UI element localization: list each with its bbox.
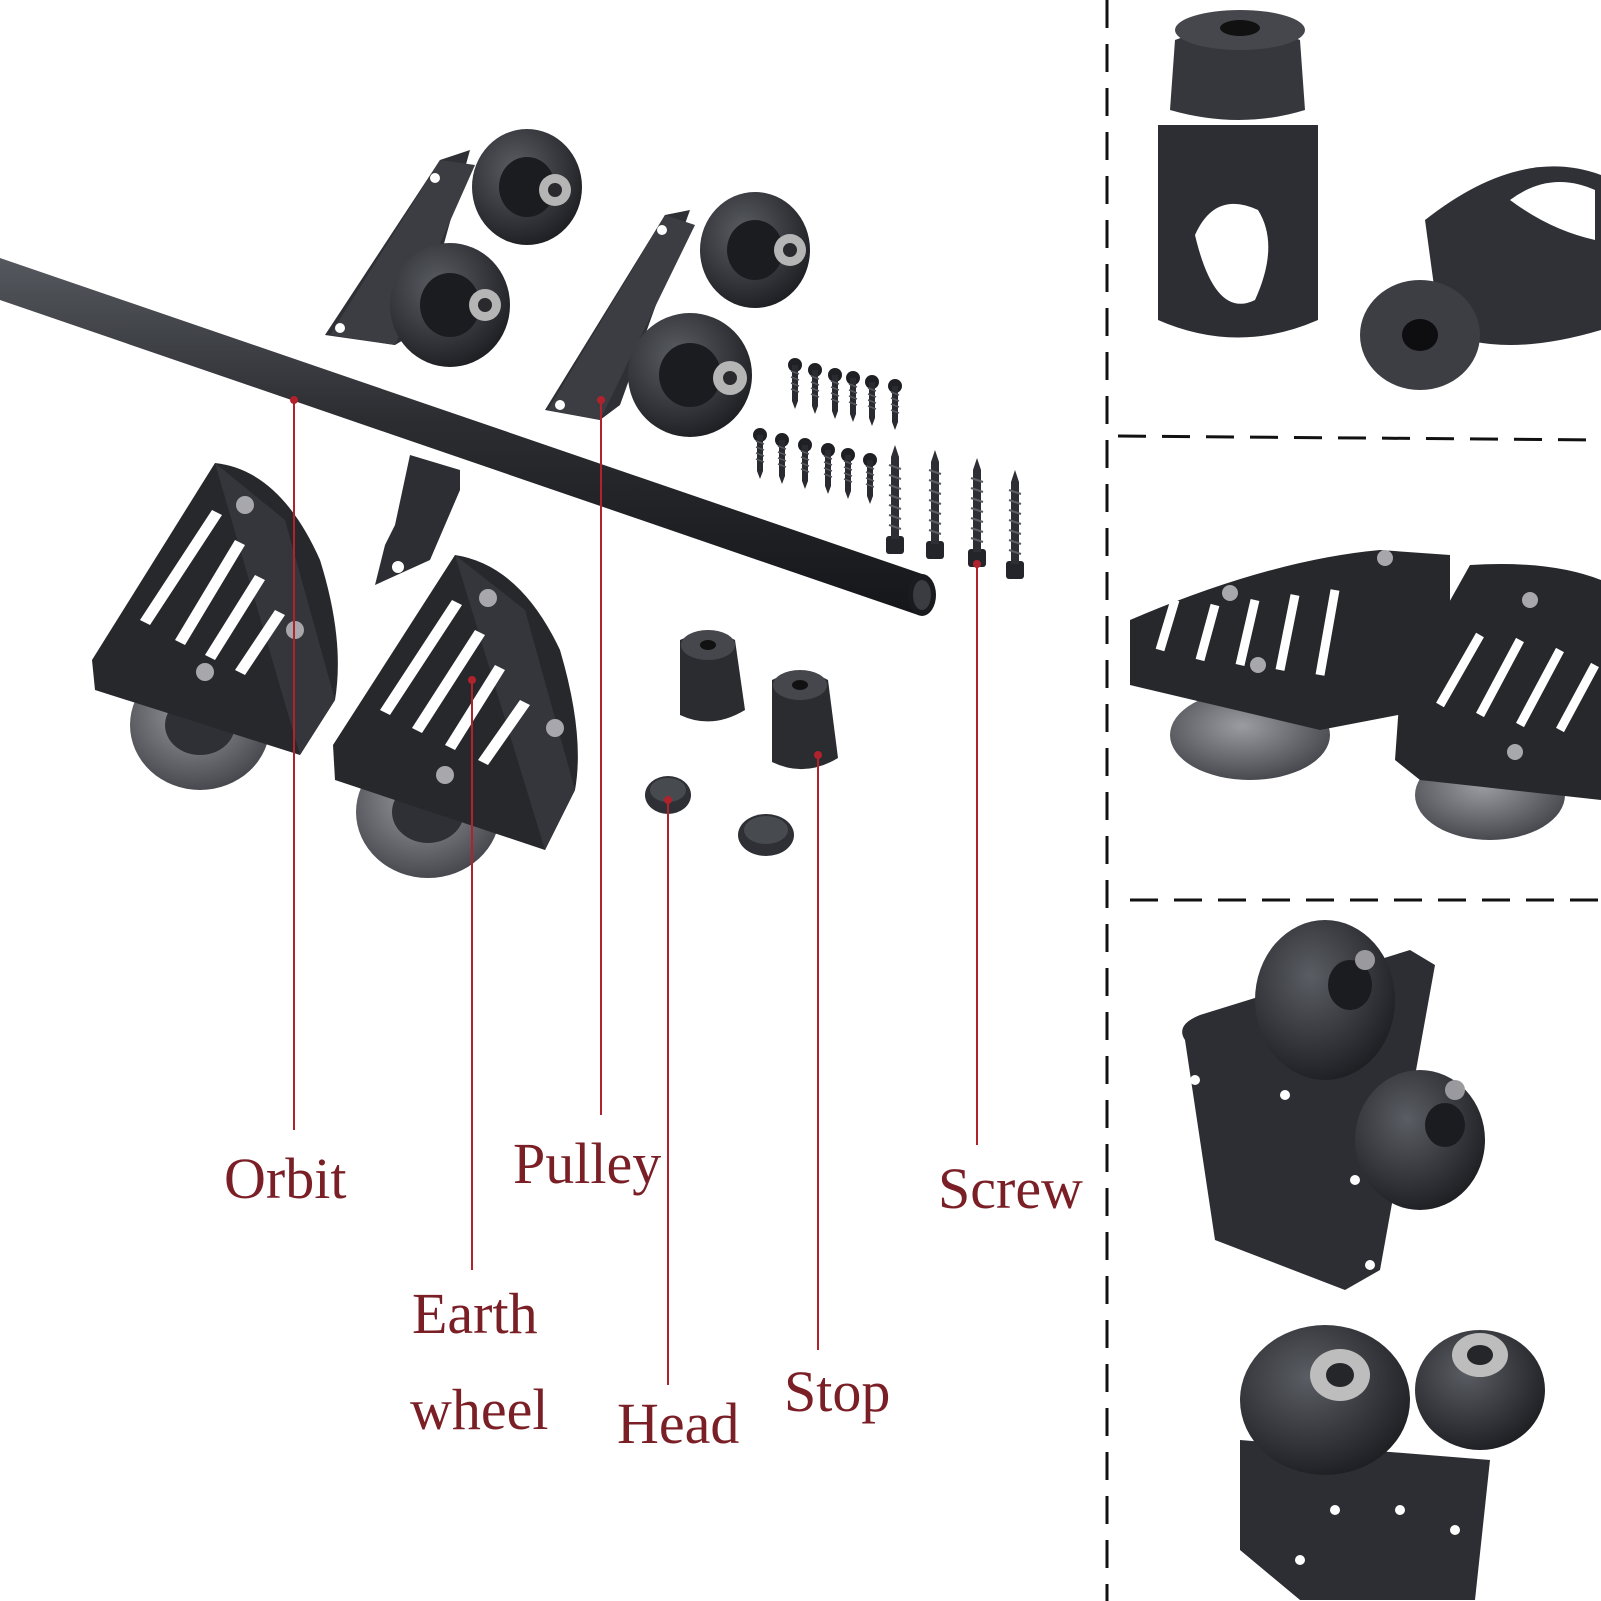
- label-earth-wheel-line2: wheel: [410, 1377, 549, 1442]
- label-orbit: Orbit: [224, 1146, 347, 1211]
- leader-lines: [290, 396, 981, 1385]
- label-stop: Stop: [784, 1359, 891, 1424]
- label-earth-wheel-line1: Earth: [412, 1281, 538, 1346]
- pulley-closeup-top: [1182, 920, 1485, 1290]
- floor-guide-right: [333, 555, 578, 878]
- panel-dividers: [1105, 0, 1601, 1601]
- label-screw: Screw: [938, 1156, 1083, 1221]
- stop-closeup: [1158, 10, 1601, 390]
- pulley-hanger-rear: [325, 129, 582, 367]
- floor-guide-left: [92, 463, 338, 790]
- pulley-hanger-front: [545, 192, 810, 437]
- label-head: Head: [617, 1391, 740, 1456]
- floor-guide-closeup: [1130, 550, 1601, 840]
- rail-tube: [0, 258, 936, 616]
- label-pulley: Pulley: [513, 1131, 662, 1196]
- stops-and-caps: [645, 630, 838, 856]
- pulley-closeup-bottom: [1240, 1325, 1545, 1600]
